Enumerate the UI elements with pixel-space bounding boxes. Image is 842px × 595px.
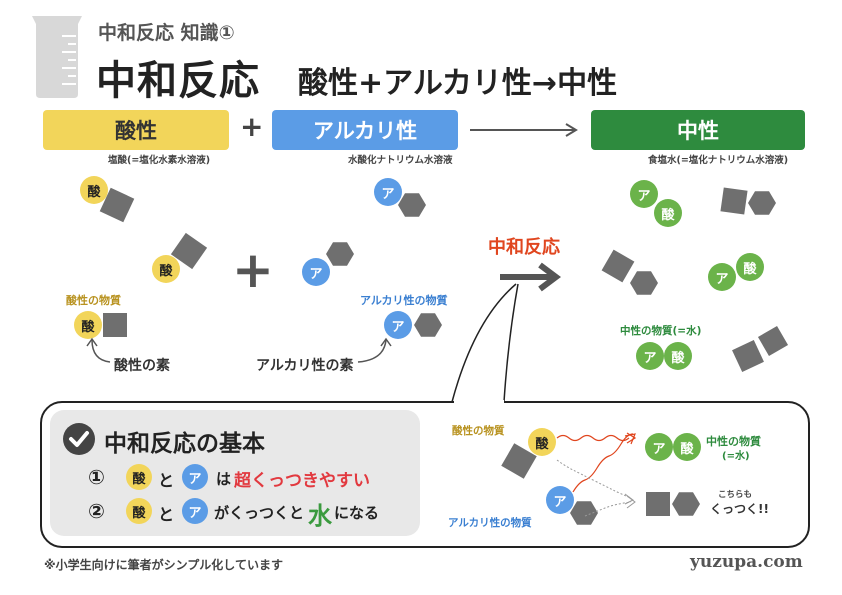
- detail-alkali-label: アルカリ性の物質: [448, 517, 532, 529]
- basics-line2-water: 水: [308, 502, 332, 530]
- alkali-note: 水酸化ナトリウム水溶液: [348, 155, 453, 166]
- basics-line1-mid: は: [216, 470, 232, 488]
- detail-salt-square: [646, 492, 670, 516]
- footer-note: ※小学生向けに筆者がシンプル化しています: [44, 558, 283, 572]
- alkali-substance-label: アルカリ性の物質: [360, 294, 448, 307]
- neutral-acid-particle: 酸: [664, 342, 692, 370]
- header-subtitle: 中和反応 知識①: [98, 22, 235, 44]
- alkali-hex-shape: [398, 193, 426, 217]
- top-plus: +: [240, 110, 264, 143]
- neutral-alkali-particle: ア: [636, 342, 664, 370]
- detail-alkali-hex: [570, 501, 598, 525]
- salt-square-shape: [720, 187, 748, 215]
- salt-square-shape: [732, 340, 764, 372]
- acid-substance-label: 酸性の物質: [66, 294, 121, 307]
- detail-salt-hex: [672, 492, 700, 516]
- site-name[interactable]: yuzupa.com: [690, 552, 803, 572]
- alkali-particle: ア: [374, 178, 402, 206]
- alkali-hex-shape: [326, 242, 354, 266]
- salt-hex-shape: [630, 271, 658, 295]
- acid-element-arrow: [86, 337, 111, 363]
- detail-acid-label: 酸性の物質: [452, 425, 505, 437]
- basics-acid-particle: 酸: [126, 498, 152, 524]
- neutral-acid-particle: 酸: [654, 199, 682, 227]
- acid-particle: 酸: [74, 311, 102, 339]
- acid-particle: 酸: [152, 255, 180, 283]
- basics-line1-emph: 超くっつきやすい: [234, 471, 370, 491]
- neutral-box: 中性: [591, 110, 805, 150]
- basics-panel: [50, 410, 420, 536]
- big-plus: +: [232, 241, 274, 299]
- basics-num2: ②: [88, 499, 105, 523]
- detail-kochiramo: こちらも: [718, 490, 753, 500]
- acid-particle: 酸: [80, 176, 108, 204]
- basics-to: と: [158, 471, 175, 490]
- detail-alkali-particle: ア: [546, 486, 574, 514]
- alkali-element-arrow: [357, 337, 392, 363]
- neutralization-arrow: [500, 262, 561, 292]
- alkali-particle: ア: [302, 258, 330, 286]
- alkali-particle: ア: [384, 311, 412, 339]
- alkali-box: アルカリ性: [272, 110, 458, 150]
- basics-alkali-particle: ア: [182, 498, 208, 524]
- salt-hex-shape: [748, 191, 776, 215]
- neutral-alkali-particle: ア: [708, 263, 736, 291]
- basics-line2-b: になる: [334, 504, 380, 522]
- detail-neutral-water: (=水): [722, 451, 750, 462]
- alkali-box-label: アルカリ性: [312, 119, 418, 143]
- alkali-hex-shape: [414, 313, 442, 337]
- basics-line2-a: がくっつくと: [214, 504, 305, 522]
- neutralization-label: 中和反応: [488, 237, 560, 258]
- page-title: 中和反応: [96, 58, 260, 104]
- neutral-substance-label: 中性の物質(=水): [620, 325, 702, 337]
- detail-kuttsuku: くっつく!!: [710, 502, 769, 516]
- acid-square-shape: [103, 313, 127, 337]
- detail-acid-particle: 酸: [528, 428, 556, 456]
- detail-neutral-acid: 酸: [673, 433, 701, 461]
- basics-acid-particle: 酸: [126, 464, 152, 490]
- acid-element-label: 酸性の素: [114, 358, 170, 374]
- neutral-alkali-particle: ア: [630, 180, 658, 208]
- neutral-note: 食塩水(=塩化ナトリウム水溶液): [648, 155, 789, 166]
- check-circle-icon: [63, 423, 95, 455]
- acid-note: 塩酸(=塩化水素水溶液): [108, 155, 211, 166]
- neutral-box-label: 中性: [677, 119, 719, 143]
- basics-num1: ①: [88, 465, 105, 489]
- acid-box-label: 酸性: [115, 119, 157, 143]
- callout-pointer: [451, 283, 519, 403]
- equation-text: 酸性+アルカリ性→中性: [298, 66, 618, 101]
- basics-to: と: [158, 505, 175, 524]
- top-arrow: [470, 123, 578, 137]
- pointer-gap-cover: [454, 400, 504, 404]
- basics-heading: 中和反応の基本: [104, 431, 265, 457]
- salt-square-shape: [757, 325, 789, 357]
- reaction-arrows: [556, 432, 637, 517]
- detail-neutral-label: 中性の物質: [706, 435, 761, 448]
- basics-alkali-particle: ア: [182, 464, 208, 490]
- alkali-element-label: アルカリ性の素: [256, 358, 354, 374]
- acid-box: 酸性: [43, 110, 229, 150]
- neutral-acid-particle: 酸: [736, 253, 764, 281]
- salt-square-shape: [601, 249, 635, 283]
- detail-neutral-alkali: ア: [645, 433, 673, 461]
- beaker-icon: [32, 16, 82, 98]
